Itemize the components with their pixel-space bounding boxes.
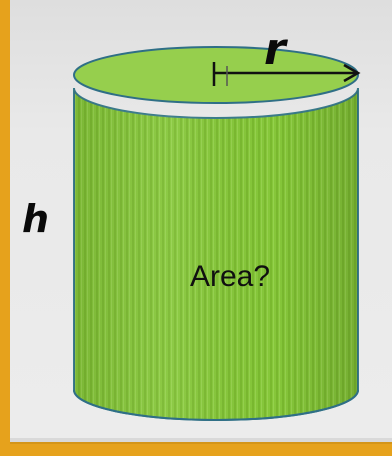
height-label: h xyxy=(22,197,50,241)
area-question-label: Area? xyxy=(189,260,271,293)
cylinder-shading xyxy=(74,88,358,420)
panel-shadow xyxy=(10,438,392,444)
radius-label: r xyxy=(264,24,286,75)
cylinder-bottom-rim xyxy=(73,389,359,421)
cylinder-top xyxy=(73,46,359,104)
radius-arrowhead xyxy=(343,63,361,83)
